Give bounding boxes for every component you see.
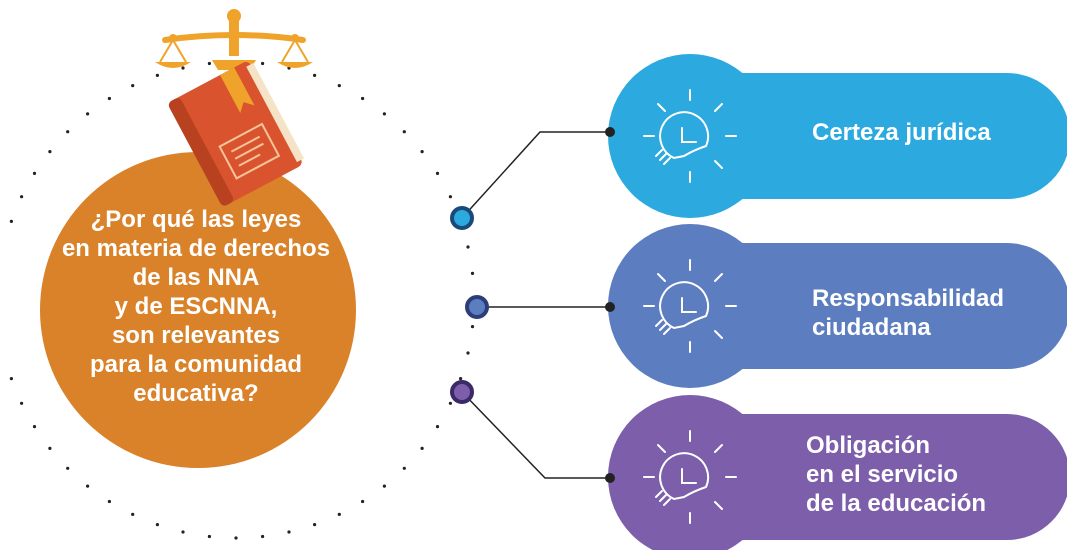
ring-dot [382,112,386,116]
question-line: para la comunidad [89,351,303,378]
ring-dot [402,466,406,470]
ring-dot [86,112,90,116]
ring-dot [361,96,365,101]
connector-end-dot-certeza [605,127,615,137]
ring-dot [20,195,24,199]
node-dot-responsabilidad [465,295,489,319]
ring-dot [107,499,111,504]
label-certeza: Certeza jurídica [812,118,991,147]
connector-lines [461,131,610,479]
ring-dot [435,425,440,429]
ring-dot [420,150,424,154]
ring-dot [32,171,37,175]
question-line: educativa? [133,380,259,407]
question-line: de las NNA [132,264,260,291]
connector-end-dot-obligacion [605,473,615,483]
ring-dot [48,150,52,154]
label-line: de la educación [806,490,987,517]
lightbulb-icon [643,259,737,353]
icon-circle-obligacion [608,395,772,550]
ring-dot [261,61,265,66]
ring-dot [261,534,265,539]
label-line: Obligación [806,432,931,459]
ring-dot [9,219,13,223]
ring-dot [466,351,470,355]
ring-dot [155,73,159,77]
ring-dot [470,325,475,329]
ring-dot [466,245,470,249]
label-line: en el servicio [806,461,959,488]
ring-dot [66,466,70,470]
ring-dot [107,96,111,101]
connector-obligacion [461,391,610,479]
dotted-ring [9,60,476,540]
icon-circle-responsabilidad [608,224,772,388]
ring-dot [435,171,440,175]
ring-dot [337,84,341,88]
ring-dot [66,130,70,134]
pill-obligacion [690,414,1067,540]
question-line: ¿Por qué las leyes [90,206,302,233]
ring-dot [48,446,52,450]
ring-dot [470,271,475,275]
ring-dot [234,536,238,540]
label-line: Certeza jurídica [812,119,991,146]
ring-dot [9,377,13,381]
ring-dot [86,484,90,488]
ring-dot [181,530,185,534]
pill-certeza [690,73,1067,199]
ring-dot [207,534,211,539]
node-dot-certeza [450,206,474,230]
ring-dot [337,512,341,517]
ring-dot [382,484,386,488]
icon-circle-certeza [608,54,772,218]
ring-dot [448,401,452,405]
ring-dot [420,446,424,450]
connector-certeza [461,131,610,219]
ring-dot [131,84,135,88]
label-line: Responsabilidad [812,285,1005,312]
ring-dot [402,130,406,134]
lightbulb-icon [643,430,737,524]
connector-end-dot-responsabilidad [605,302,615,312]
ring-dot [131,512,135,517]
ring-dot [459,377,463,381]
question-line: y de ESCNNA, [114,293,278,320]
label-responsabilidad: Responsabilidad ciudadana [812,284,1004,342]
label-line: ciudadana [812,314,931,341]
label-obligacion: Obligación en el servicio de la educació… [806,431,986,518]
question-text: ¿Por qué las leyes en materia de derecho… [60,205,332,408]
ring-dot [313,73,317,77]
question-line: en materia de derechos [61,235,331,262]
ring-dot [181,66,185,70]
book-icon [168,62,305,206]
ring-dot [207,61,211,66]
main-question-circle [40,152,356,468]
ring-dot [361,499,365,504]
scales-of-justice-icon [155,9,313,70]
question-line: son relevantes [111,322,281,349]
ring-dot [32,425,37,429]
ring-dot [287,530,291,534]
ring-dot [448,195,452,199]
ring-dot [20,401,24,405]
ring-dot [155,523,159,527]
pill-responsabilidad [690,243,1067,369]
node-dot-obligacion [450,380,474,404]
ring-dot [313,523,317,527]
lightbulb-icon [643,89,737,183]
